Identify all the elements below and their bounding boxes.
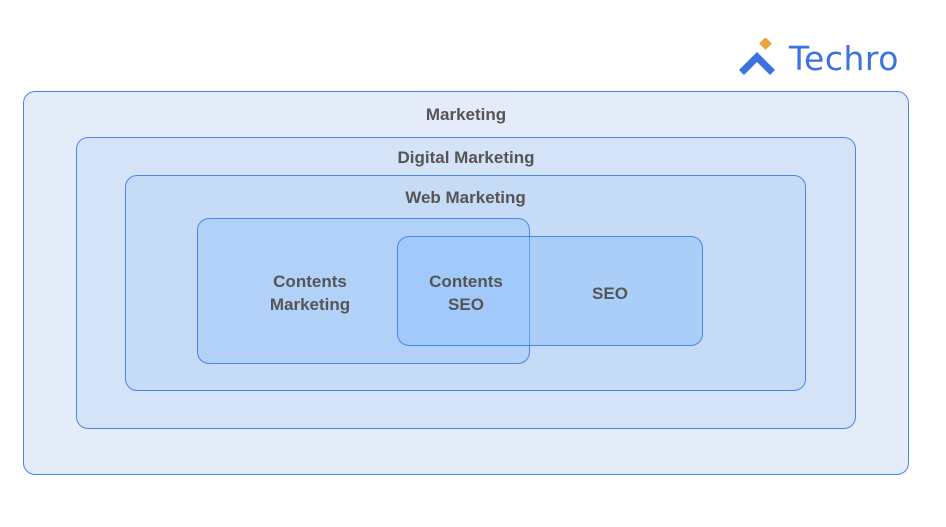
contents-marketing-box: [197, 218, 530, 364]
contents-marketing-line1: Contents: [273, 272, 347, 291]
digital-marketing-label: Digital Marketing: [397, 148, 535, 167]
contents-marketing-label: Contents Marketing: [240, 270, 380, 316]
contents-seo-line1: Contents: [429, 272, 503, 291]
contents-seo-label: Contents SEO: [406, 270, 526, 316]
contents-seo-line2: SEO: [448, 295, 484, 314]
contents-marketing-line2: Marketing: [269, 295, 351, 314]
seo-label: SEO: [592, 284, 628, 303]
techro-logo-icon: [739, 38, 775, 75]
logo-text: Techro: [789, 38, 899, 78]
web-marketing-label: Web Marketing: [405, 188, 526, 207]
marketing-label: Marketing: [425, 105, 507, 124]
techro-logo: Techro: [737, 38, 899, 78]
seo-box: [397, 236, 703, 346]
